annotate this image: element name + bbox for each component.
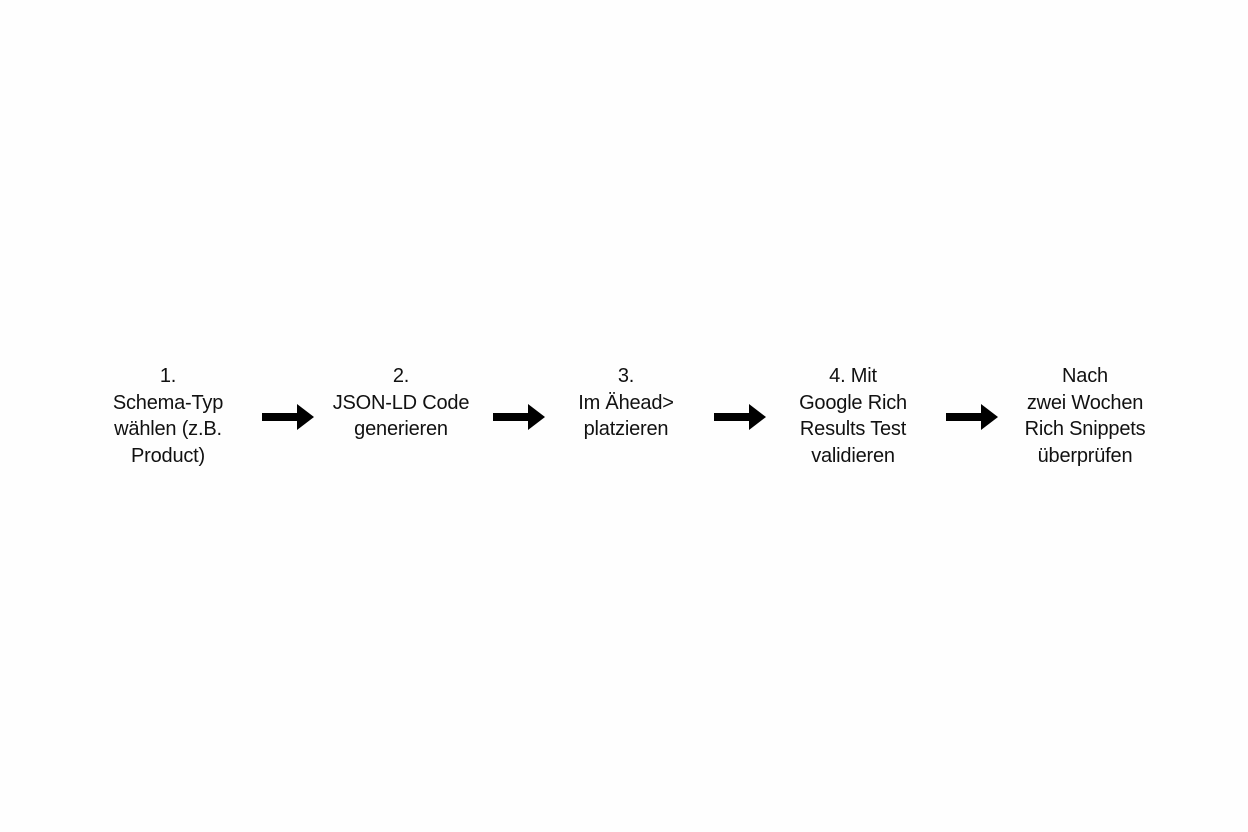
step-4-line-2: Google Rich [799,391,907,414]
step-5-line-2: zwei Wochen [1026,391,1144,414]
step-3-line-2: Im Ähead> [578,391,674,414]
step-4-line-4: validieren [811,444,895,467]
step-1-line-2: Schema-Typ [112,391,224,414]
step-2-line-1: 2. [392,365,410,387]
step-2-line-2: JSON-LD Code [332,391,470,414]
flow-step-5: Nach zwei Wochen Rich Snippets überprüfe… [1005,363,1165,469]
step-4-line-3: Results Test [799,418,907,440]
arrow-right-icon [946,403,998,431]
arrow-right-icon [262,403,314,431]
step-3-line-1: 3. [617,365,635,387]
flow-step-4: 4. Mit Google Rich Results Test validier… [778,363,928,469]
arrow-right-icon [493,403,545,431]
step-5-line-3: Rich Snippets [1024,418,1146,440]
flow-step-1: 1. Schema-Typ wählen (z.B. Product) [98,363,238,469]
step-5-line-4: überprüfen [1037,444,1133,467]
step-1-line-3: wählen (z.B. [114,418,222,440]
step-1-line-1: 1. [159,365,177,387]
step-2-line-3: generieren [354,418,448,440]
step-5-line-1: Nach [1062,365,1108,387]
arrow-right-icon [714,403,766,431]
step-1-line-4: Product) [131,444,205,467]
step-3-line-3: platzieren [583,418,669,440]
step-4-line-1: 4. Mit [829,365,877,387]
flow-step-2: 2. JSON-LD Code generieren [321,363,481,443]
flow-step-3: 3. Im Ähead> platzieren [556,363,696,443]
